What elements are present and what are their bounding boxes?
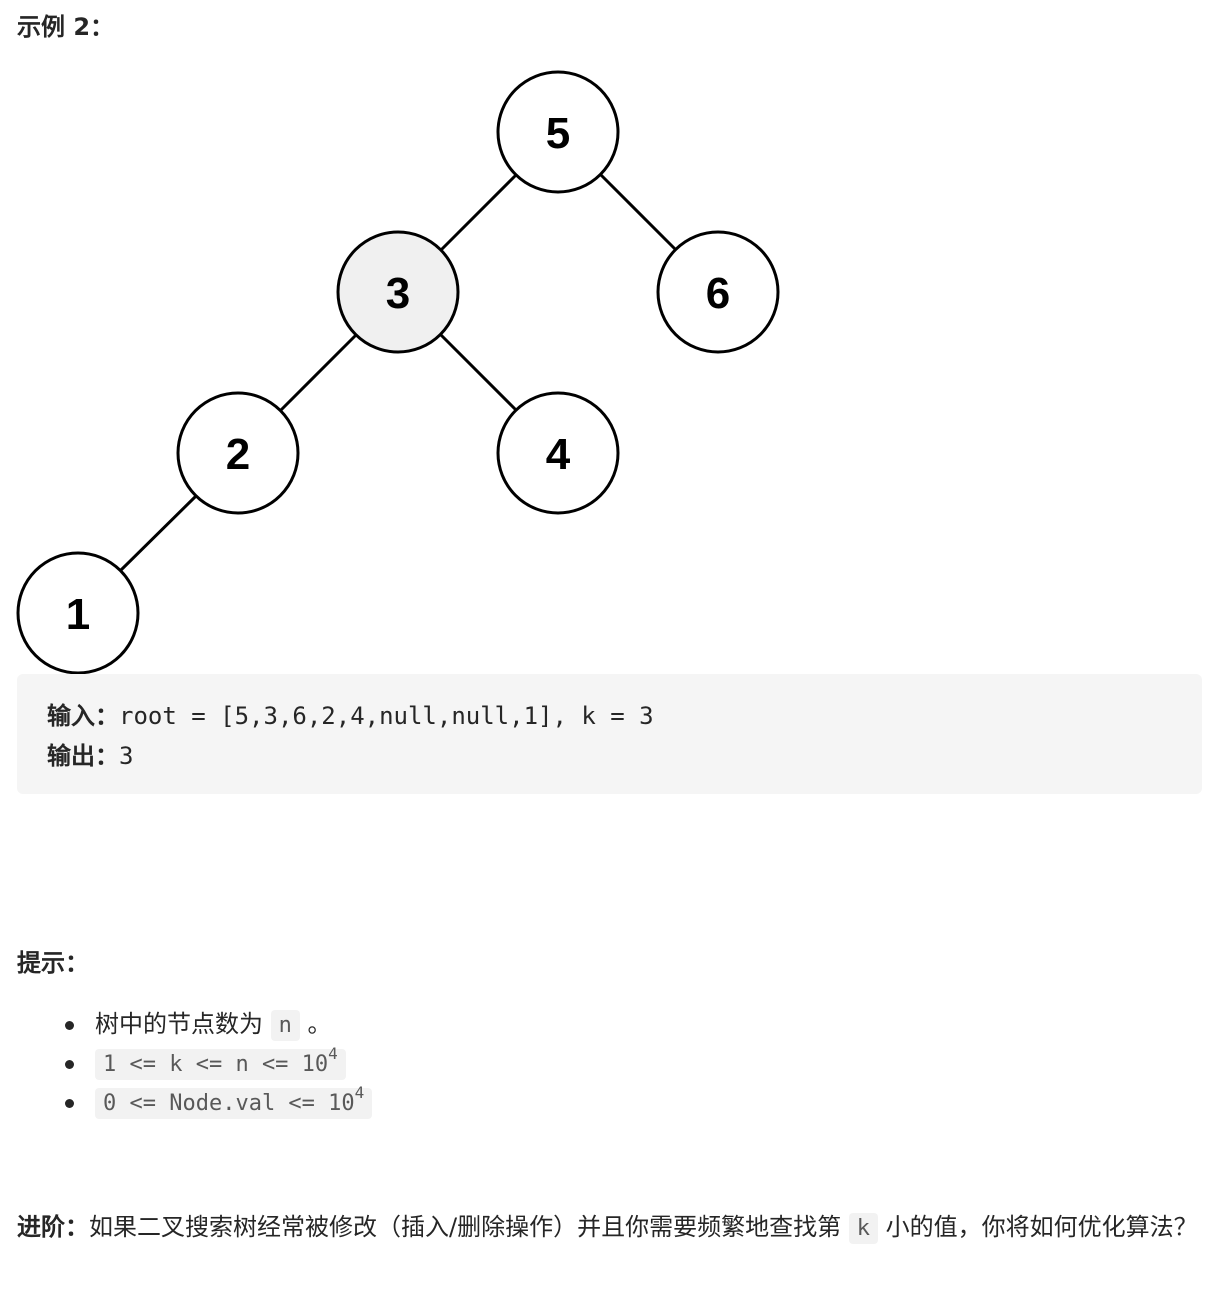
exponent: 4	[354, 1083, 365, 1102]
binary-search-tree-diagram: 5 3 6 2 4 1	[16, 70, 780, 675]
follow-up-text: 如果二叉搜索树经常被修改（插入/删除操作）并且你需要频繁地查找第	[89, 1213, 849, 1241]
tree-node: 4	[496, 391, 620, 515]
exponent: 4	[328, 1044, 338, 1063]
input-line: 输入：root = [5,3,6,2,4,null,null,1], k = 3	[47, 696, 1172, 736]
hints-heading: 提示：	[17, 949, 89, 977]
output-label: 输出：	[47, 742, 119, 770]
bullet-icon	[65, 1099, 74, 1108]
bullet-icon	[65, 1060, 74, 1069]
tree-node: 3	[336, 230, 460, 354]
list-item: 树中的节点数为 n 。	[55, 1005, 372, 1044]
input-label: 输入：	[47, 702, 119, 730]
tree-edge	[599, 173, 679, 253]
hints-list: 树中的节点数为 n 。 1 <= k <= n <= 104 0 <= Node…	[55, 1005, 373, 1122]
output-value: 3	[119, 742, 134, 770]
tree-node-label: 2	[226, 430, 250, 479]
inline-code: k	[848, 1213, 878, 1244]
tree-node: 1	[16, 551, 140, 675]
follow-up-paragraph: 进阶：如果二叉搜索树经常被修改（插入/删除操作）并且你需要频繁地查找第 k 小的…	[17, 1208, 1212, 1248]
tree-node-label: 6	[706, 269, 730, 318]
hint-text: 树中的节点数为	[95, 1010, 271, 1038]
tree-edge	[438, 173, 518, 253]
tree-node-label: 5	[546, 109, 570, 158]
output-line: 输出：3	[47, 736, 1172, 776]
input-value: root = [5,3,6,2,4,null,null,1], k = 3	[119, 702, 654, 730]
constraint-text: 1 <= k <= n <= 10	[103, 1052, 329, 1077]
example-io-box: 输入：root = [5,3,6,2,4,null,null,1], k = 3…	[17, 674, 1202, 794]
example-heading: 示例 2：	[17, 13, 115, 41]
list-item: 1 <= k <= n <= 104	[55, 1044, 372, 1083]
inline-code: n	[270, 1010, 300, 1041]
constraint-text: 0 <= Node.val <= 10	[103, 1091, 355, 1116]
tree-edge	[118, 494, 198, 573]
bullet-icon	[65, 1021, 74, 1030]
follow-up-text-end: 小的值，你将如何优化算法？	[877, 1213, 1198, 1241]
inline-code: 1 <= k <= n <= 104	[95, 1046, 346, 1080]
tree-node: 6	[656, 230, 780, 354]
tree-node-label: 3	[386, 269, 410, 318]
hint-suffix: 。	[299, 1010, 332, 1038]
tree-edge	[278, 333, 358, 413]
tree-node-label: 1	[66, 590, 90, 639]
tree-node-label: 4	[546, 430, 571, 479]
tree-node: 2	[176, 391, 300, 515]
tree-edge	[439, 333, 519, 413]
inline-code: 0 <= Node.val <= 104	[95, 1085, 373, 1119]
follow-up-lead: 进阶：	[17, 1213, 89, 1241]
tree-node: 5	[496, 70, 620, 194]
list-item: 0 <= Node.val <= 104	[55, 1083, 373, 1122]
